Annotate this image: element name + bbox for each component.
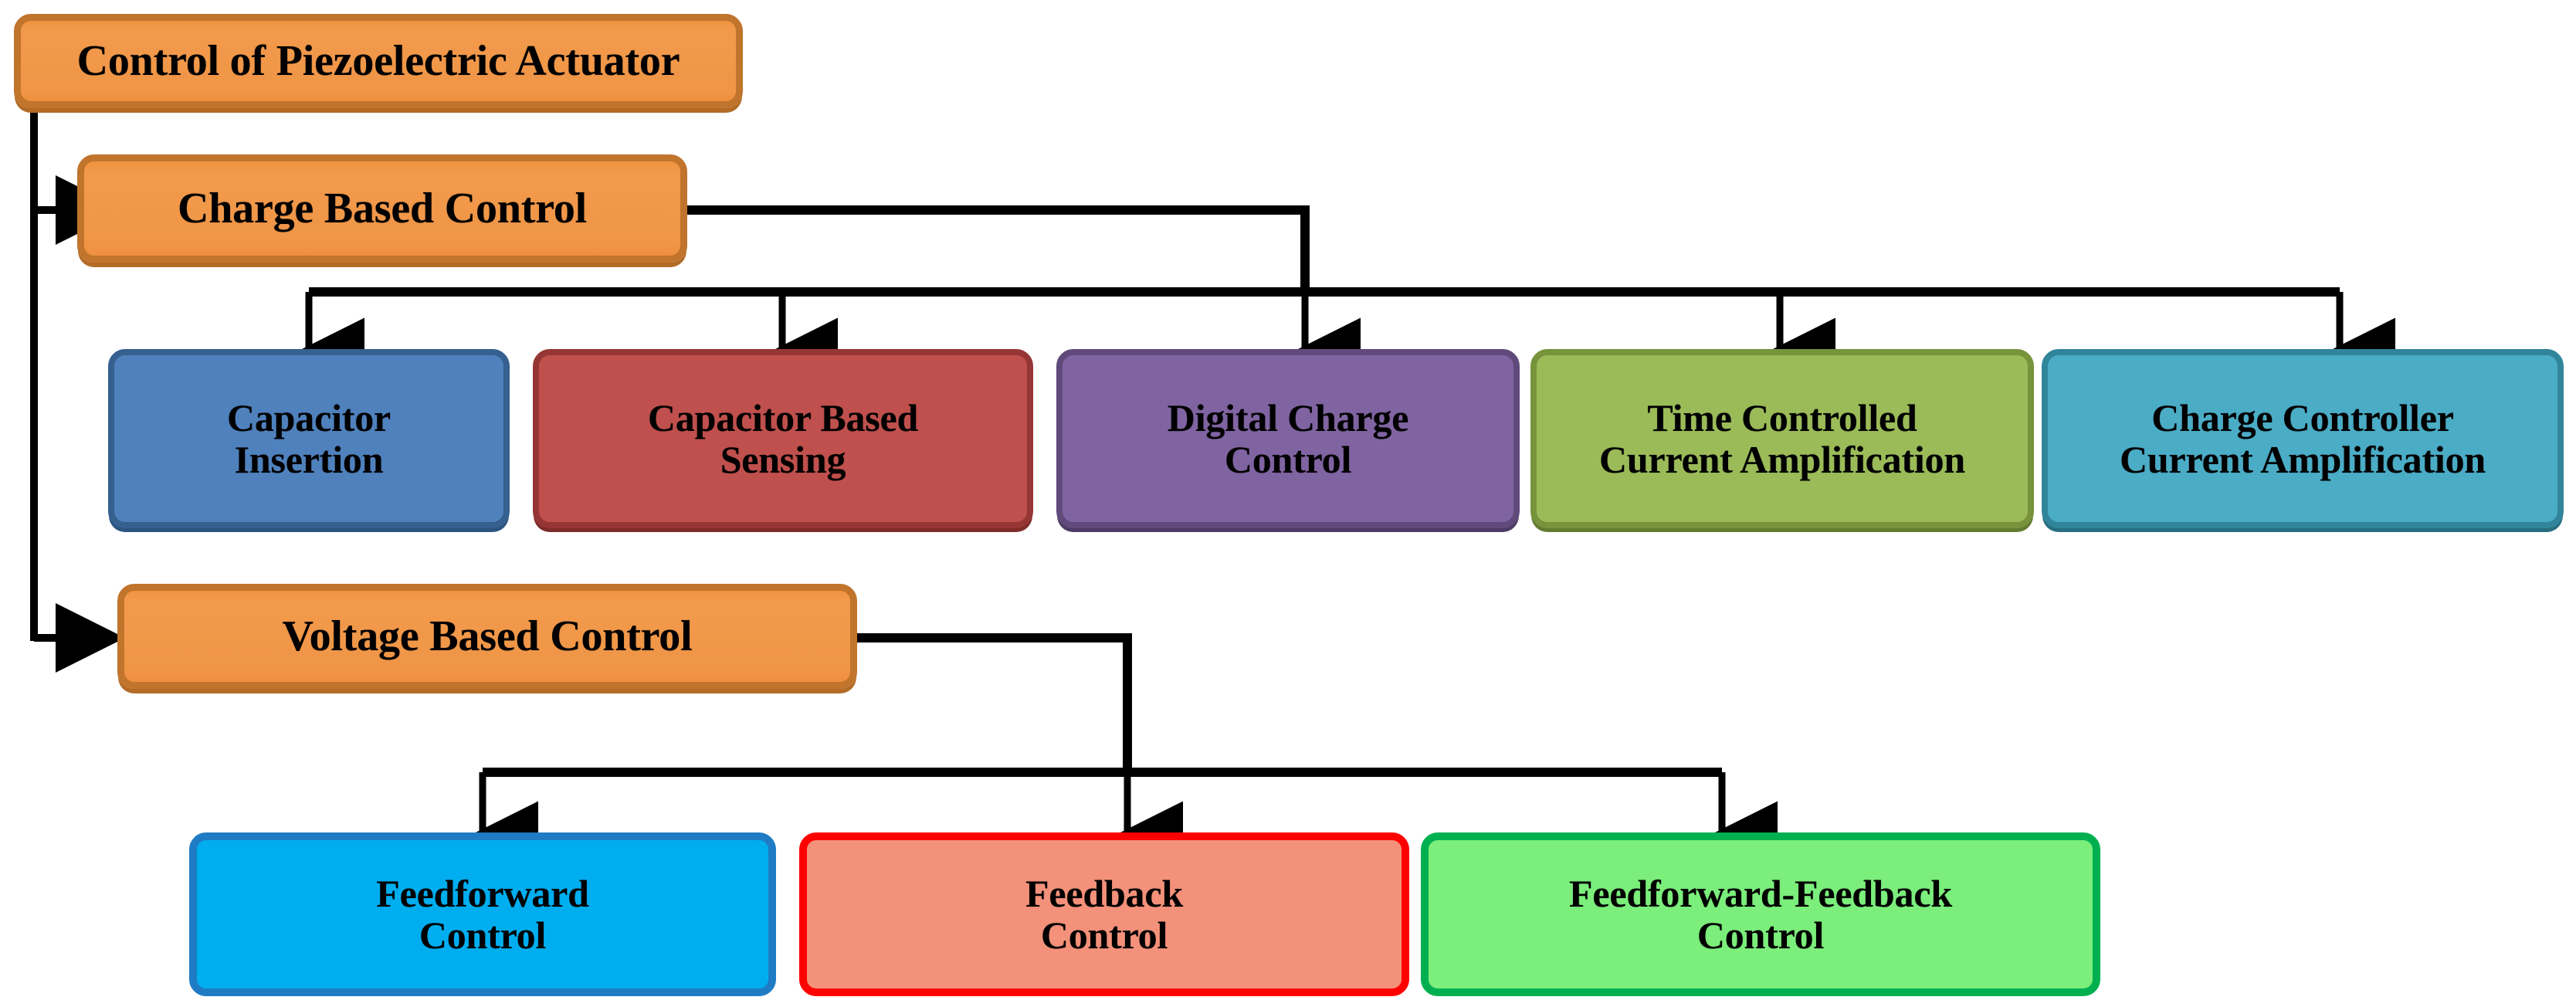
node-capacitor-based-sensing[interactable]: Capacitor Based Sensing (533, 349, 1033, 528)
node-voltage-based-control[interactable]: Voltage Based Control (117, 584, 857, 689)
node-digital-charge-control[interactable]: Digital Charge Control (1056, 349, 1520, 528)
node-label: Capacitor Based Sensing (647, 396, 919, 481)
node-label: Feedback Control (1025, 872, 1183, 957)
node-feedforward-feedback-control[interactable]: Feedforward-Feedback Control (1421, 832, 2100, 996)
node-label: Feedforward Control (376, 872, 589, 957)
node-label: Charge Based Control (177, 184, 588, 232)
node-time-controlled-current-amplification[interactable]: Time Controlled Current Amplification (1530, 349, 2034, 528)
node-root-control-of-piezoelectric-actuator[interactable]: Control of Piezoelectric Actuator (14, 14, 743, 108)
node-label: Capacitor Insertion (226, 396, 391, 481)
node-label: Time Controlled Current Amplification (1598, 396, 1966, 481)
node-feedback-control[interactable]: Feedback Control (799, 832, 1409, 996)
node-label: Charge Controller Current Amplification (2119, 396, 2486, 481)
node-label: Control of Piezoelectric Actuator (76, 36, 680, 85)
node-label: Voltage Based Control (282, 612, 693, 660)
node-feedforward-control[interactable]: Feedforward Control (189, 832, 776, 996)
node-capacitor-insertion[interactable]: Capacitor Insertion (108, 349, 510, 528)
node-label: Digital Charge Control (1167, 396, 1409, 481)
link-voltage-to-bus (857, 633, 1132, 772)
node-label: Feedforward-Feedback Control (1569, 872, 1952, 957)
node-charge-based-control[interactable]: Charge Based Control (77, 154, 687, 263)
node-charge-controller-current-amplification[interactable]: Charge Controller Current Amplification (2042, 349, 2564, 528)
link-charge-to-bus (687, 205, 1310, 292)
